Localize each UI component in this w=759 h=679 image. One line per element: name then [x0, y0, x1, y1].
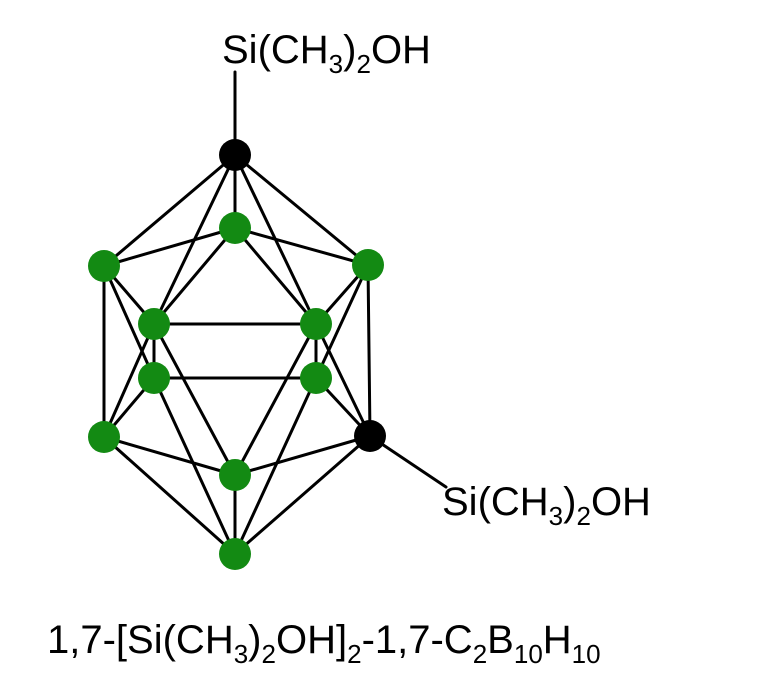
- atom-markers: [88, 139, 386, 570]
- carbon-atom-c1: [219, 139, 251, 171]
- boron-atom-b4: [352, 249, 384, 281]
- boron-atom-b9: [300, 362, 332, 394]
- bond-b2-b6: [233, 226, 318, 326]
- bond-b9-b12: [233, 376, 318, 556]
- boron-atom-b12: [219, 538, 251, 570]
- bond-b2-b4: [233, 226, 370, 267]
- formula-caption: 1,7-[Si(CH3)2OH]2-1,7-C2B10H10: [47, 618, 601, 669]
- bond-b2-b3: [102, 226, 237, 268]
- bond-b3-b8: [102, 264, 156, 380]
- boron-atom-b6: [300, 308, 332, 340]
- boron-atom-b8: [138, 362, 170, 394]
- boron-atom-b10: [88, 421, 120, 453]
- side-substituent-label: Si(CH3)2OH: [442, 480, 651, 531]
- bond-b2-b5: [152, 226, 237, 326]
- bond-b4-b9: [314, 263, 370, 380]
- bond-b6-c7: [314, 322, 372, 438]
- bond-b4-c7: [366, 263, 372, 438]
- boron-atom-b2: [219, 212, 251, 244]
- carbon-atom-c7: [354, 420, 386, 452]
- bond-c7-b11: [233, 434, 372, 477]
- bond-c1-b4: [233, 153, 370, 267]
- bond-b8-b12: [152, 376, 237, 556]
- bond-c1-b3: [102, 153, 237, 268]
- bond-b10-b11: [102, 435, 237, 477]
- top-substituent-label: Si(CH3)2OH: [222, 28, 431, 79]
- bond-c7-b12: [233, 434, 372, 556]
- boron-atom-b5: [138, 308, 170, 340]
- bond-b10-b12: [102, 435, 237, 556]
- bond-b5-b11: [152, 322, 237, 477]
- bond-b6-b11: [233, 322, 318, 477]
- boron-atom-b11: [219, 459, 251, 491]
- boron-atom-b3: [88, 250, 120, 282]
- bond-b5-b10: [102, 322, 156, 439]
